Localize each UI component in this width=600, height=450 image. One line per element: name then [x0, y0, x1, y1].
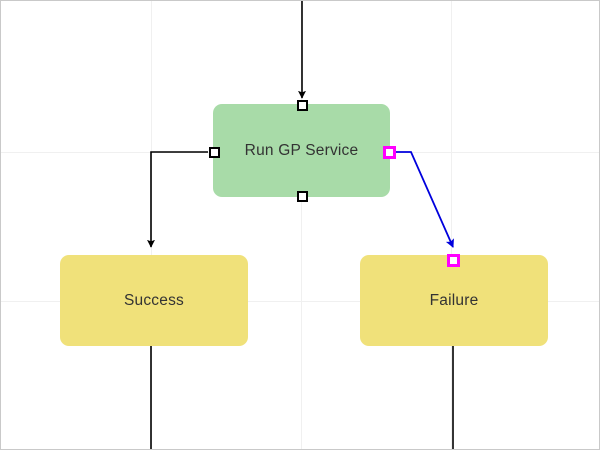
edges-group[interactable]: [147, 1, 454, 450]
port-gp-right[interactable]: [382, 145, 396, 159]
edge-run-gp-service-to-failure[interactable]: [396, 151, 454, 248]
edge-run-gp-service-to-success[interactable]: [147, 151, 208, 248]
port-failure-top[interactable]: [446, 253, 460, 267]
node-run-gp-service[interactable]: Run GP Service: [213, 104, 390, 197]
node-failure[interactable]: Failure: [360, 255, 548, 346]
node-success[interactable]: Success: [60, 255, 248, 346]
node-label-success: Success: [124, 291, 184, 309]
node-label-failure: Failure: [429, 291, 479, 309]
port-gp-top[interactable]: [296, 99, 308, 111]
node-label-run-gp-service: Run GP Service: [244, 141, 359, 159]
port-gp-left[interactable]: [208, 146, 220, 158]
port-gp-bottom[interactable]: [296, 190, 308, 202]
